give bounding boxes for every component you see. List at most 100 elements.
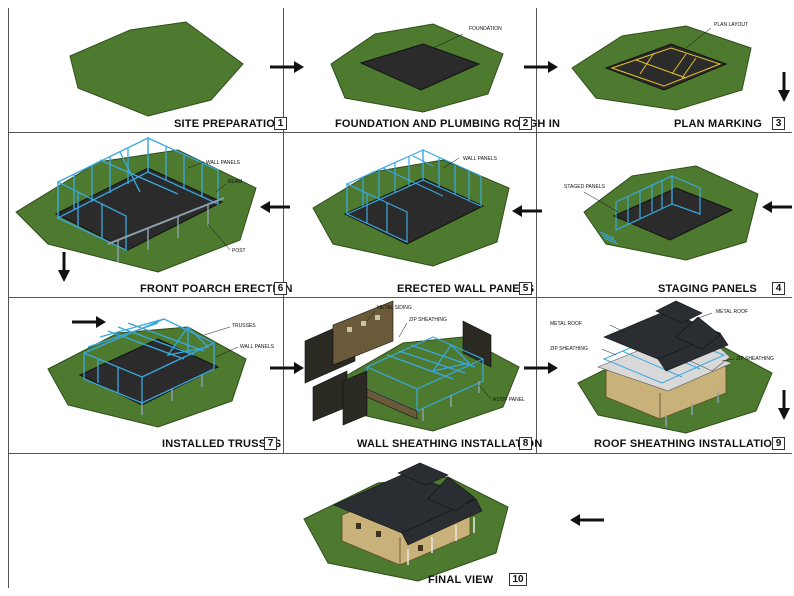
arrow-right-icon <box>270 362 304 374</box>
arrow-left-icon <box>260 201 290 213</box>
arrow-down-icon <box>778 72 790 102</box>
grid-divider <box>8 8 9 588</box>
step-title: FINAL VIEW <box>428 574 494 586</box>
callout-label: POST <box>232 248 246 254</box>
callout-label: BEAM <box>228 179 243 185</box>
plan-layout-lines <box>610 47 722 87</box>
step-number: 5 <box>519 282 532 295</box>
grid-divider <box>536 297 537 453</box>
roof-sheathing-illustration <box>577 300 773 434</box>
step-4-panel: STAGED PANELS STAGING PANELS 4 <box>536 132 792 297</box>
grid-divider <box>536 132 537 297</box>
step-title: ROOF SHEATHING INSTALLATION <box>594 438 781 450</box>
step-number: 3 <box>772 117 785 130</box>
step-5-panel: WALL PANELS ERECTED WALL PANELS 5 <box>283 132 536 297</box>
wall-sheathing <box>342 370 368 426</box>
foundation-slab <box>359 43 481 91</box>
site-illustration <box>69 21 244 117</box>
callout-label: ZIP SHEATHING <box>736 356 774 362</box>
roof <box>333 462 483 546</box>
grid-divider <box>536 8 537 133</box>
porch-posts <box>117 204 209 262</box>
step-number: 6 <box>274 282 287 295</box>
callout-label: ZIP SHEATHING <box>550 346 588 352</box>
step-2-panel: FOUNDATION FOUNDATION AND PLUMBING ROUGH… <box>283 8 560 132</box>
step-number: 8 <box>519 437 532 450</box>
callout-label: PLAN LAYOUT <box>714 22 749 28</box>
porch-posts <box>422 381 480 421</box>
arrow-left-icon <box>570 514 604 526</box>
callout-label: METAL SIDING <box>377 305 412 311</box>
callout-label: TRUSSES <box>232 323 256 329</box>
plan-illustration <box>571 25 752 111</box>
porch-beam <box>107 197 225 245</box>
step-title: STAGING PANELS <box>658 283 757 295</box>
step-title: ERECTED WALL PANELS <box>397 283 535 295</box>
porch-posts <box>407 517 475 565</box>
step-title: FRONT POARCH ERECTION <box>140 283 293 295</box>
grid-divider <box>8 297 792 298</box>
window-openings <box>356 523 423 551</box>
truss-frame <box>83 318 215 404</box>
wall-frame <box>57 136 219 252</box>
grid-divider <box>283 297 284 453</box>
foundation-slab <box>604 43 728 91</box>
step-10-panel: FINAL VIEW 10 <box>8 453 792 588</box>
step-1-panel: SITE PREPARATION 1 <box>8 8 287 132</box>
step-8-panel: METAL SIDING ZIP SHEATHING ROOF PANEL WA… <box>283 297 542 453</box>
porch-posts <box>141 375 203 415</box>
step-number: 9 <box>772 437 785 450</box>
arrow-right-icon <box>270 61 304 73</box>
panel-stack <box>599 231 619 245</box>
arrow-right-icon <box>524 362 558 374</box>
wall-frame <box>346 149 482 243</box>
step-7-panel: TRUSSES WALL PANELS INSTALLED TRUSSES 7 <box>8 297 283 453</box>
callout-label: WALL PANELS <box>240 344 274 350</box>
staged-wall-frame <box>615 175 701 231</box>
arrow-left-icon <box>512 205 542 217</box>
arrow-down-icon <box>778 390 790 420</box>
callout-label: METAL ROOF <box>716 309 748 315</box>
step-number: 1 <box>274 117 287 130</box>
callout-label: STAGED PANELS <box>564 184 605 190</box>
callout-label: ROOF PANEL <box>493 397 525 403</box>
grid-divider <box>283 132 284 297</box>
arrow-right-icon <box>72 316 106 328</box>
callout-label: WALL PANELS <box>463 156 497 162</box>
arrow-left-icon <box>762 201 792 213</box>
metal-roof-layer <box>603 300 729 372</box>
step-title: INSTALLED TRUSSES <box>162 438 282 450</box>
trusses-illustration <box>47 318 247 428</box>
step-title: SITE PREPARATION <box>174 118 284 130</box>
step-number: 10 <box>509 573 527 586</box>
foundation-illustration <box>330 23 504 113</box>
grid-divider <box>8 453 792 454</box>
final-view-illustration <box>303 462 509 582</box>
grid-divider <box>283 8 284 133</box>
wall-panels-illustration <box>312 149 510 267</box>
step-title: FOUNDATION AND PLUMBING ROUGH IN <box>335 118 561 130</box>
step-title: WALL SHEATHING INSTALLATION <box>357 438 543 450</box>
foundation-slab <box>343 177 485 245</box>
porch-posts <box>665 391 719 427</box>
callout-label: ZIP SHEATHING <box>409 317 447 323</box>
wall-sheathing <box>366 388 418 420</box>
grass-lot <box>69 21 244 117</box>
step-6-panel: WALL PANELS BEAM POST FRONT POARCH ERECT… <box>8 132 293 297</box>
callout-label: WALL PANELS <box>206 160 240 166</box>
step-title: PLAN MARKING <box>674 118 762 130</box>
step-number: 4 <box>772 282 785 295</box>
arrow-down-icon <box>58 252 70 282</box>
foundation-slab <box>612 187 734 241</box>
callout-label: FOUNDATION <box>469 26 502 32</box>
step-3-panel: PLAN LAYOUT PLAN MARKING 3 <box>536 8 792 132</box>
porch-illustration <box>15 136 257 273</box>
arrow-right-icon <box>524 61 558 73</box>
step-number: 2 <box>519 117 532 130</box>
wall-sheathing-illustration <box>304 300 520 432</box>
staging-illustration <box>583 165 759 261</box>
step-number: 7 <box>264 437 277 450</box>
callout-label: METAL ROOF <box>550 321 582 327</box>
foundation-slab <box>54 167 224 251</box>
